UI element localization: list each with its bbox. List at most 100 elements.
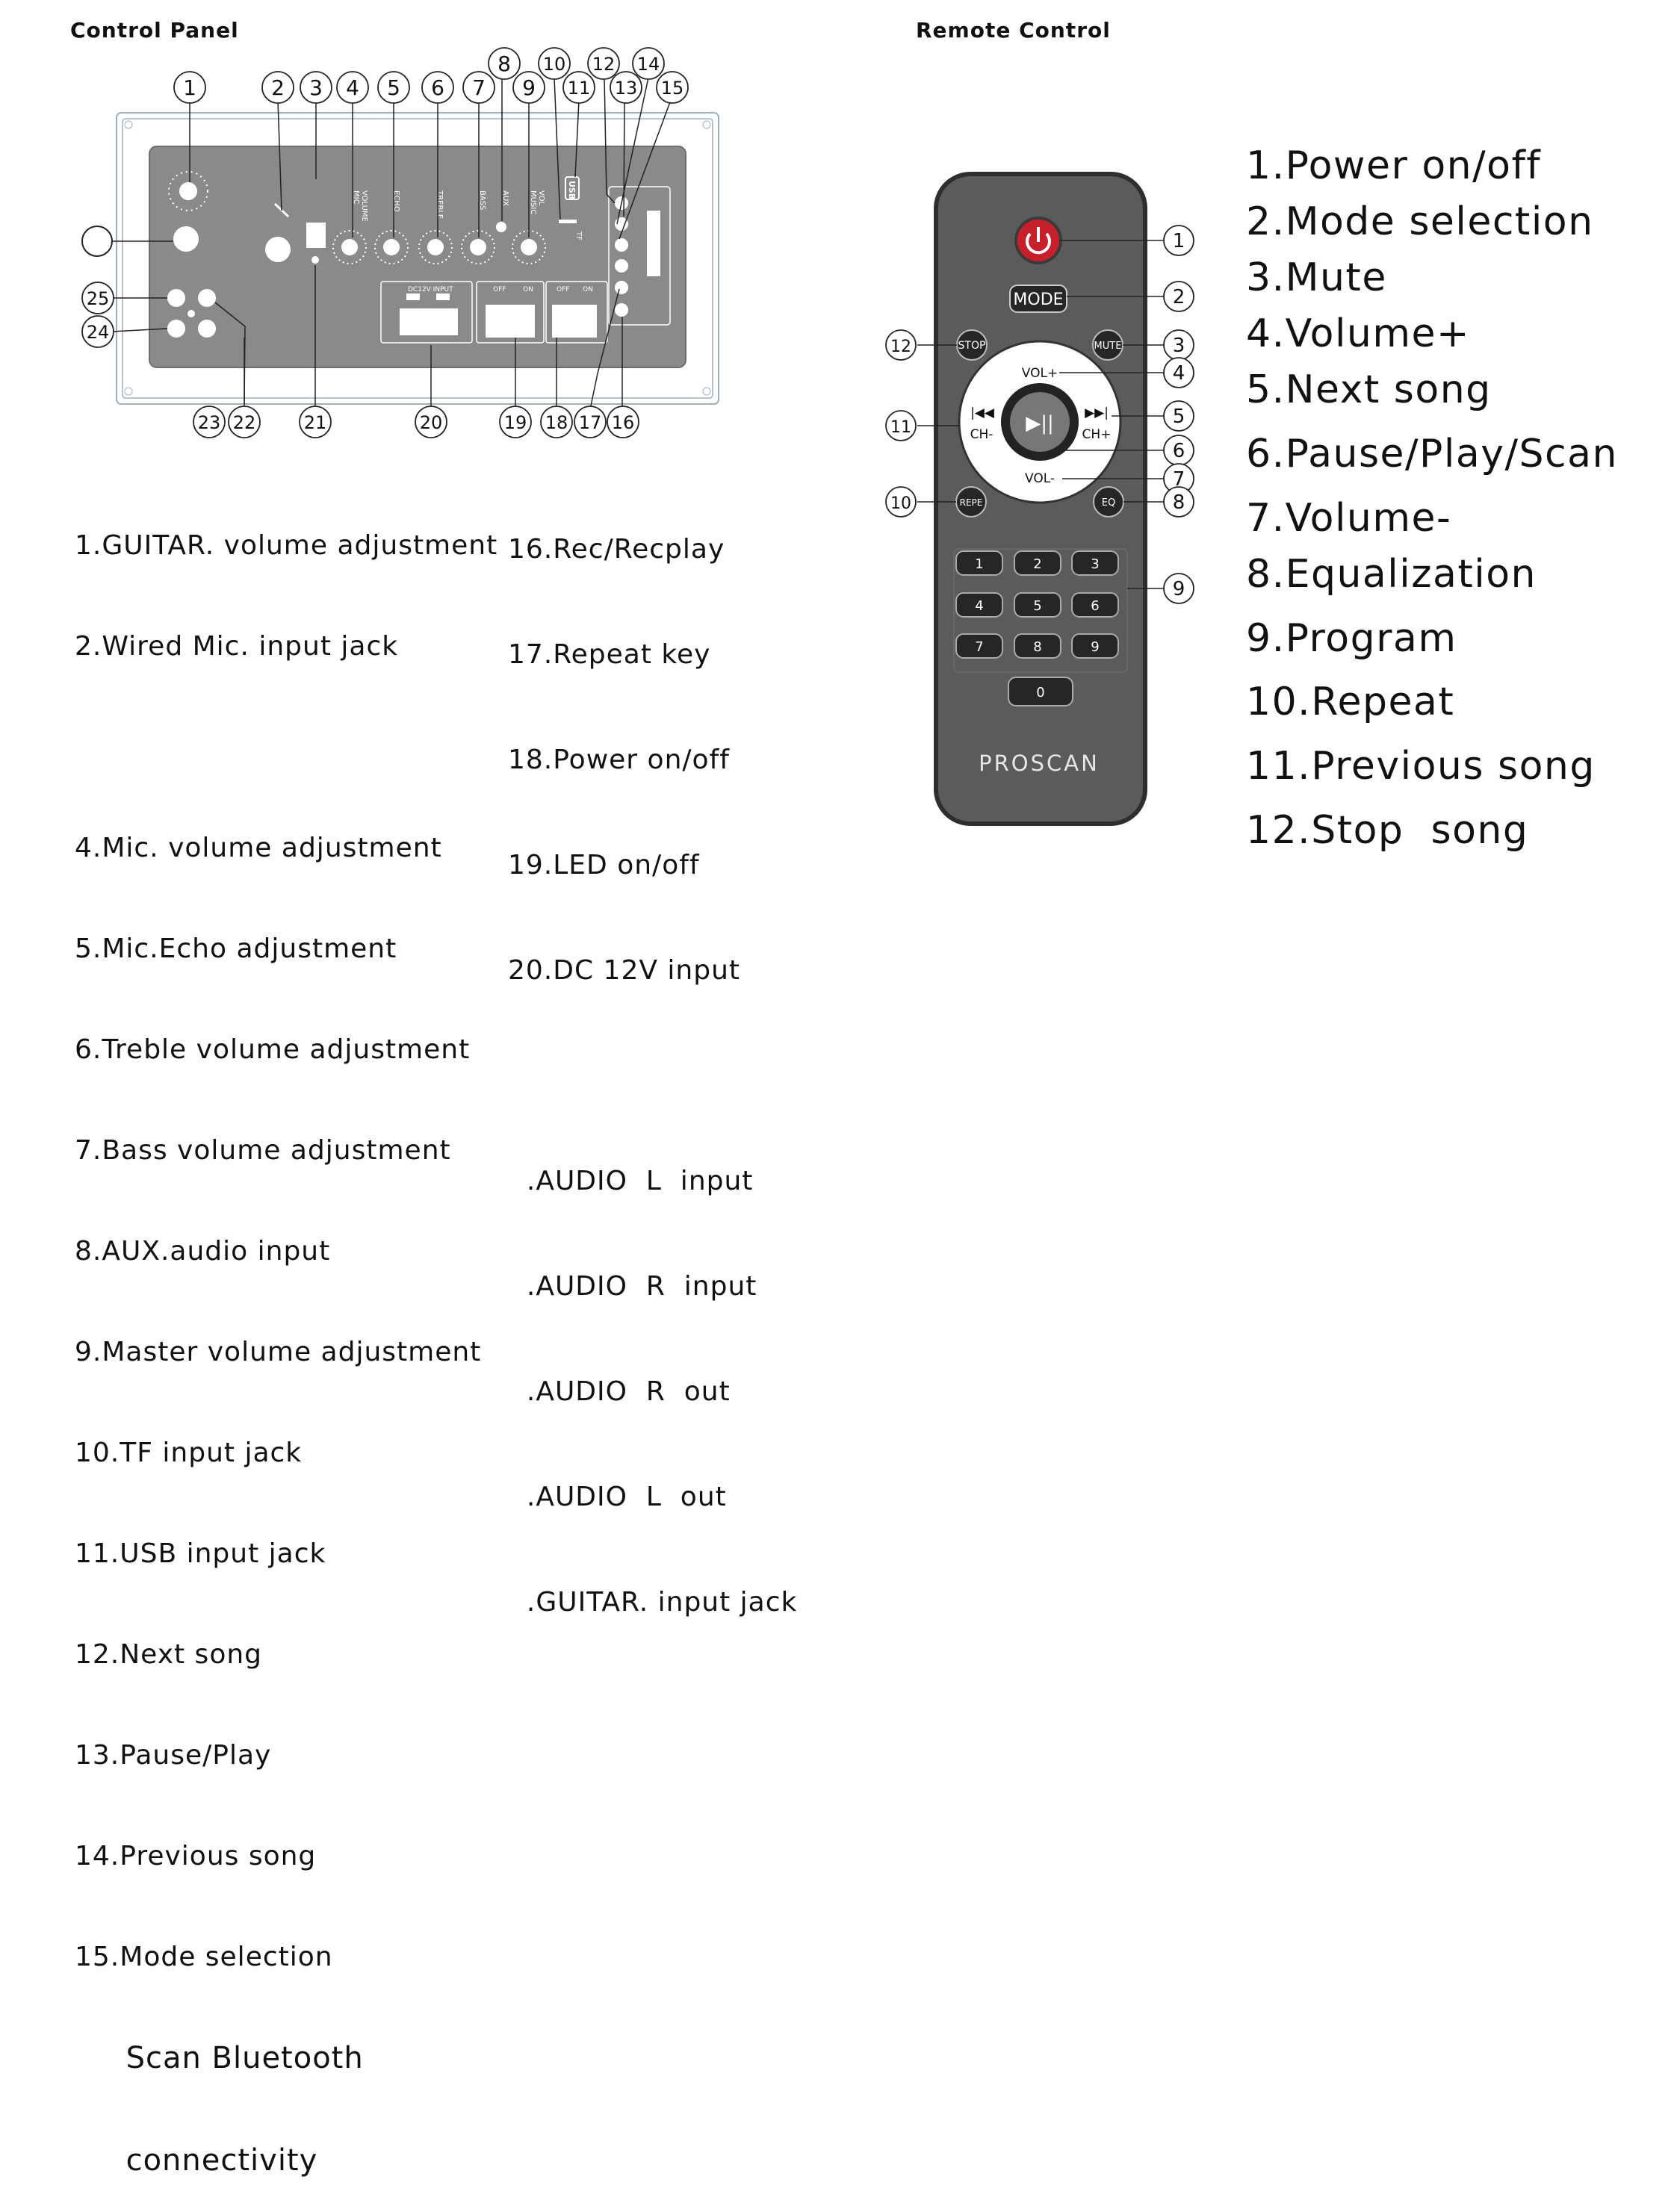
- callout-number: 20: [420, 412, 443, 433]
- callout-number: 9: [1173, 578, 1185, 600]
- legend-item: 5.Mic.Echo adjustment: [75, 933, 397, 964]
- knob-scale: [168, 171, 208, 211]
- leader-lines: [111, 77, 672, 410]
- callout-number: 19: [504, 412, 527, 433]
- callout-number: 13: [615, 78, 638, 99]
- callout-number: 12: [592, 54, 616, 75]
- remote-callouts: [885, 225, 1194, 604]
- legend-item: 10.TF input jack: [75, 1438, 303, 1468]
- legend-item: 17.Repeat key: [508, 639, 711, 670]
- callout-number: 12: [890, 338, 911, 356]
- digit-labels: 1 2 3 4 5 6 7 8 9 0: [975, 556, 1099, 700]
- legend-item: .AUDIO R out: [508, 1376, 731, 1407]
- callout-number: 1: [1173, 230, 1185, 252]
- digit-label: 9: [1091, 639, 1099, 655]
- callout-number: 9: [522, 75, 536, 100]
- eq-label: EQ: [1102, 497, 1115, 509]
- led-switch-group: [476, 281, 545, 344]
- legend-item: 9.Master volume adjustment: [75, 1337, 482, 1367]
- panel-legend-left: 1.GUITAR. volume adjustment 2.Wired Mic.…: [75, 462, 497, 2212]
- panel-face: [149, 146, 686, 368]
- knob-label: MICVOLUME: [352, 190, 368, 222]
- remote-legend-item: 1.Power on/off: [1246, 143, 1542, 188]
- legend-item: 16.Rec/Recplay: [508, 534, 725, 565]
- remote-diagram: MODE STOP MUTE ▶|| VOL+ VOL- |◀◀ CH- ▶▶|…: [885, 172, 1194, 826]
- led-indicator: [311, 256, 319, 264]
- legend-item: 7.Bass volume adjustment: [75, 1135, 451, 1166]
- callout-number: 10: [890, 494, 911, 513]
- switch-on-label: ON: [583, 286, 593, 293]
- power-switch-group: [545, 281, 608, 344]
- callout-number: 5: [387, 75, 400, 100]
- guitar-knob: [179, 182, 197, 200]
- digit-label: 4: [975, 598, 983, 614]
- legend-item: ​: [508, 1058, 797, 1093]
- legend-item: 2.Wired Mic. input jack: [75, 631, 399, 662]
- legend-item: .GUITAR. input jack: [508, 1587, 798, 1618]
- callout-number: 3: [309, 75, 323, 100]
- callout-number: 17: [579, 412, 602, 433]
- legend-item: 13.Pause/Play: [75, 1740, 272, 1771]
- legend-item: 4.Mic. volume adjustment: [75, 833, 442, 863]
- callout-number: 5: [1173, 406, 1185, 428]
- remote-legend-item: 8.Equalization: [1246, 552, 1537, 597]
- legend-item: 19.LED on/off: [508, 850, 700, 880]
- tf-slot: [559, 220, 577, 223]
- dc-input-group: [380, 281, 473, 344]
- audio-jack: [198, 289, 216, 307]
- digit-label: 2: [1033, 556, 1041, 572]
- stop-label: STOP: [958, 340, 986, 352]
- remote-legend-item: 9.Program: [1246, 616, 1457, 661]
- panel-button: [615, 281, 628, 294]
- legend-item: 18.Power on/off: [508, 745, 730, 775]
- repe-label: REPE: [960, 497, 983, 508]
- vol-down-label: VOL-: [1025, 471, 1055, 486]
- legend-item: 6.Treble volume adjustment: [75, 1034, 471, 1065]
- remote-callout-numbers: 1 2 3 4 5 6 7 8 9 10 11 12: [890, 230, 1185, 600]
- next-icon: ▶▶|: [1085, 406, 1109, 420]
- callout-number: 23: [198, 412, 221, 433]
- mic-input-jack: [265, 237, 291, 262]
- callout-number: 2: [1173, 286, 1185, 308]
- guitar-input-jack: [81, 226, 113, 257]
- usb-port: [565, 176, 580, 200]
- remote-leader-lines: [917, 240, 1164, 589]
- control-panel-diagram: MICVOLUME ECHO TREBLE BASS AUX MUSICVOL …: [81, 47, 719, 438]
- screw-hole: [702, 387, 711, 396]
- digit-keys: [955, 550, 1119, 706]
- callout-number: 3: [1173, 335, 1185, 357]
- dc-input-socket: [400, 308, 458, 335]
- power-icon: [1026, 232, 1051, 255]
- panel-legend-mid: 16.Rec/Recplay 17.Repeat key 18.Power on…: [508, 462, 797, 1655]
- tf-label: TF: [574, 231, 583, 240]
- audio-jack: [167, 320, 185, 338]
- knob-label: AUX: [501, 190, 509, 206]
- digit-label: 1: [975, 556, 983, 572]
- callout-number: 15: [661, 78, 684, 99]
- callout-number: 7: [1173, 468, 1185, 491]
- mute-square: [306, 223, 326, 248]
- callout-number: 18: [545, 412, 568, 433]
- digit-label: 3: [1091, 556, 1099, 572]
- callout-number: 21: [304, 412, 327, 433]
- switch-off-label: OFF: [493, 286, 506, 293]
- panel-frame-inner: [122, 118, 713, 399]
- digit-label: 6: [1091, 598, 1099, 614]
- callout-number: 24: [87, 322, 110, 343]
- digit-label: 0: [1036, 685, 1044, 700]
- callout-number: 4: [1173, 362, 1185, 385]
- callout-number: 6: [1173, 440, 1185, 462]
- screw-hole: [124, 387, 133, 396]
- audio-jack: [198, 320, 216, 338]
- ch-up-label: CH+: [1082, 427, 1112, 442]
- callout-number: 14: [637, 54, 660, 75]
- vol-up-label: VOL+: [1022, 366, 1058, 381]
- panel-button: [615, 259, 628, 273]
- remote-legend-item: 2.Mode selection: [1246, 199, 1594, 244]
- audio-jack: [167, 289, 185, 307]
- knob-label: MUSICVOL: [529, 190, 545, 214]
- digit-label: 8: [1033, 639, 1041, 655]
- knob-row: [332, 222, 546, 264]
- led-switch: [486, 305, 535, 338]
- legend-item: 1.GUITAR. volume adjustment: [75, 530, 498, 561]
